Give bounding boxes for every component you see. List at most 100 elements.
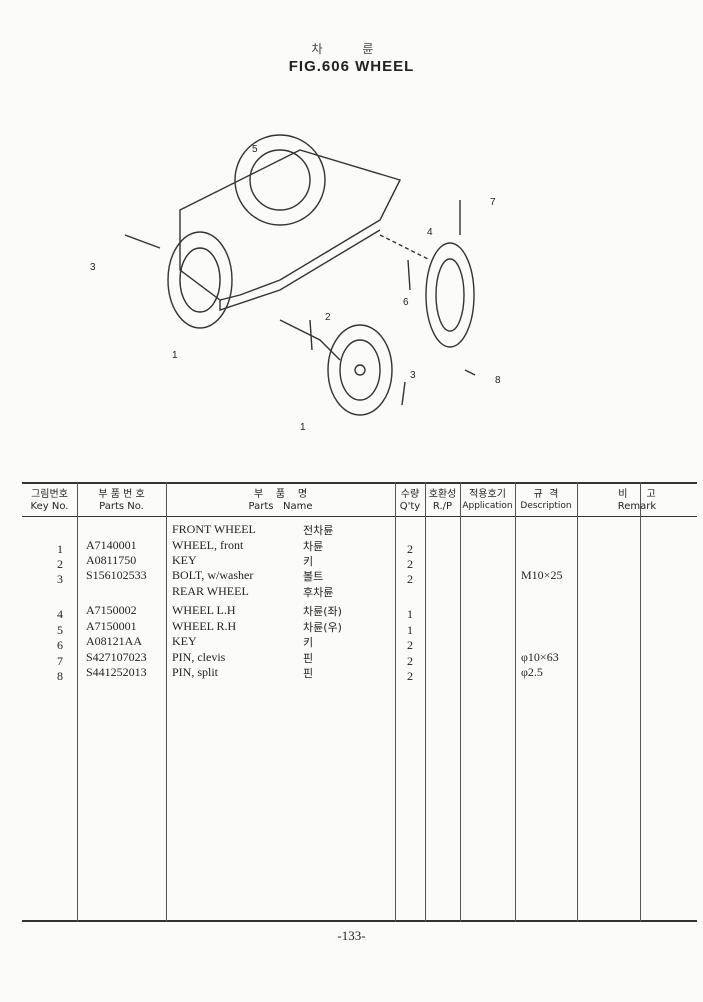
header-part-kr: 부 품 번 호: [98, 489, 145, 500]
quantity: 2: [407, 572, 413, 586]
col-divider: [577, 482, 578, 922]
table-row: 4 A7150002 WHEEL L.H 차륜(좌) 1: [0, 603, 703, 621]
header-app-en: Application: [462, 501, 513, 511]
table-row: 8 S441252013 PIN, split 핀 2 φ2.5: [0, 665, 703, 683]
col-divider: [640, 482, 641, 922]
part-name-korean: 핀: [303, 667, 314, 680]
callout-8: 8: [495, 375, 501, 386]
part-name-korean: 키: [303, 555, 314, 568]
header-remark-kr: 비 고: [618, 489, 656, 500]
part-name-korean: 차륜: [303, 540, 324, 553]
header-name-kr: 부 품 명: [253, 489, 308, 500]
part-name-korean: 볼트: [303, 570, 324, 583]
wheel-exploded-diagram: 1 1 2 3 3 4 5 6 7 8: [90, 134, 501, 433]
table-bottom-rule: [22, 920, 697, 922]
part-name-korean: 키: [303, 636, 314, 649]
front-wheel-left: [167, 231, 233, 329]
callout-7: 7: [490, 197, 496, 208]
part-name: PIN, split: [172, 665, 219, 679]
description: φ10×63: [521, 650, 559, 664]
rear-wheel-right: [234, 134, 326, 226]
header-remark-en: Remark: [617, 501, 657, 512]
description: M10×25: [521, 568, 563, 582]
table-row: 7 S427107023 PIN, clevis 핀 2 φ10×63: [0, 650, 703, 668]
quantity: 2: [407, 654, 413, 668]
callout-3b: 3: [410, 370, 416, 381]
part-name: WHEEL L.H: [172, 603, 236, 617]
col-divider: [77, 482, 78, 922]
description: φ2.5: [521, 665, 543, 679]
part-number: A0811750: [86, 553, 137, 567]
quantity: 2: [407, 557, 413, 571]
page-number: -133-: [337, 928, 366, 943]
key-number: 6: [57, 638, 63, 652]
part-name-korean: 차륜(좌): [303, 605, 342, 618]
rear-wheel-left: [425, 242, 475, 348]
front-wheel-right: [327, 324, 393, 416]
quantity: 1: [407, 607, 413, 621]
header-name-en: Parts Name: [248, 501, 313, 512]
part-name: REAR WHEEL: [172, 584, 249, 598]
callout-4: 4: [427, 227, 433, 238]
callout-6: 6: [403, 297, 409, 308]
callout-1: 1: [172, 350, 178, 361]
header-rp-en: R./P: [432, 501, 453, 512]
key-number: 2: [57, 557, 63, 571]
part-name: WHEEL R.H: [172, 619, 237, 633]
part-name: BOLT, w/washer: [172, 568, 254, 582]
key-number: 7: [57, 654, 63, 668]
callout-3: 3: [90, 262, 96, 273]
part-number: S441252013: [86, 665, 147, 679]
table-top-rule: [22, 482, 697, 484]
part-number: A7140001: [86, 538, 137, 552]
tractor-body: [179, 149, 401, 301]
header-app-kr: 적용호기: [469, 489, 506, 500]
col-divider: [460, 482, 461, 922]
table-row: 5 A7150001 WHEEL R.H 차륜(우) 1: [0, 619, 703, 637]
part-name-korean: 핀: [303, 652, 314, 665]
header-qty-en: Q'ty: [399, 501, 421, 512]
table-row: 3 S156102533 BOLT, w/washer 볼트 2 M10×25: [0, 568, 703, 586]
key-number: 4: [57, 607, 63, 621]
part-number: A7150002: [86, 603, 137, 617]
header-key-en: Key No.: [30, 501, 69, 512]
header-desc-kr: 규 격: [533, 489, 559, 500]
table-row: 1 A7140001 WHEEL, front 차륜 2: [0, 538, 703, 556]
key-number: 5: [57, 623, 63, 637]
part-number: A7150001: [86, 619, 137, 633]
key-number: 1: [57, 542, 63, 556]
part-name: PIN, clevis: [172, 650, 226, 664]
col-divider: [515, 482, 516, 922]
header-rp-kr: 호환성: [428, 489, 457, 500]
quantity: 1: [407, 623, 413, 637]
header-qty-kr: 수량: [400, 489, 420, 500]
header-part-en: Parts No.: [99, 501, 144, 512]
col-divider: [166, 482, 167, 922]
table-row: FRONT WHEEL 전차륜: [0, 522, 703, 538]
title-korean: 차 륜: [311, 42, 392, 56]
part-number: S156102533: [86, 568, 147, 582]
header-desc-en: Description: [520, 501, 572, 511]
key-number: 3: [57, 572, 63, 586]
part-number: S427107023: [86, 650, 147, 664]
part-name-korean: 전차륜: [303, 524, 334, 537]
key-number: 8: [57, 669, 63, 683]
part-name-korean: 후차륜: [303, 586, 334, 599]
part-name-korean: 차륜(우): [303, 621, 342, 634]
part-name: KEY: [172, 634, 197, 648]
part-name: FRONT WHEEL: [172, 522, 256, 536]
col-divider: [395, 482, 396, 922]
part-number: A08121AA: [86, 634, 142, 648]
callout-1b: 1: [300, 422, 306, 433]
callout-5: 5: [252, 144, 258, 155]
part-name: KEY: [172, 553, 197, 567]
col-divider: [425, 482, 426, 922]
quantity: 2: [407, 669, 413, 683]
table-row: 2 A0811750 KEY 키 2: [0, 553, 703, 571]
header-key-kr: 그림번호: [31, 489, 68, 500]
part-name: WHEEL, front: [172, 538, 244, 552]
header-rule: [22, 516, 697, 517]
quantity: 2: [407, 542, 413, 556]
